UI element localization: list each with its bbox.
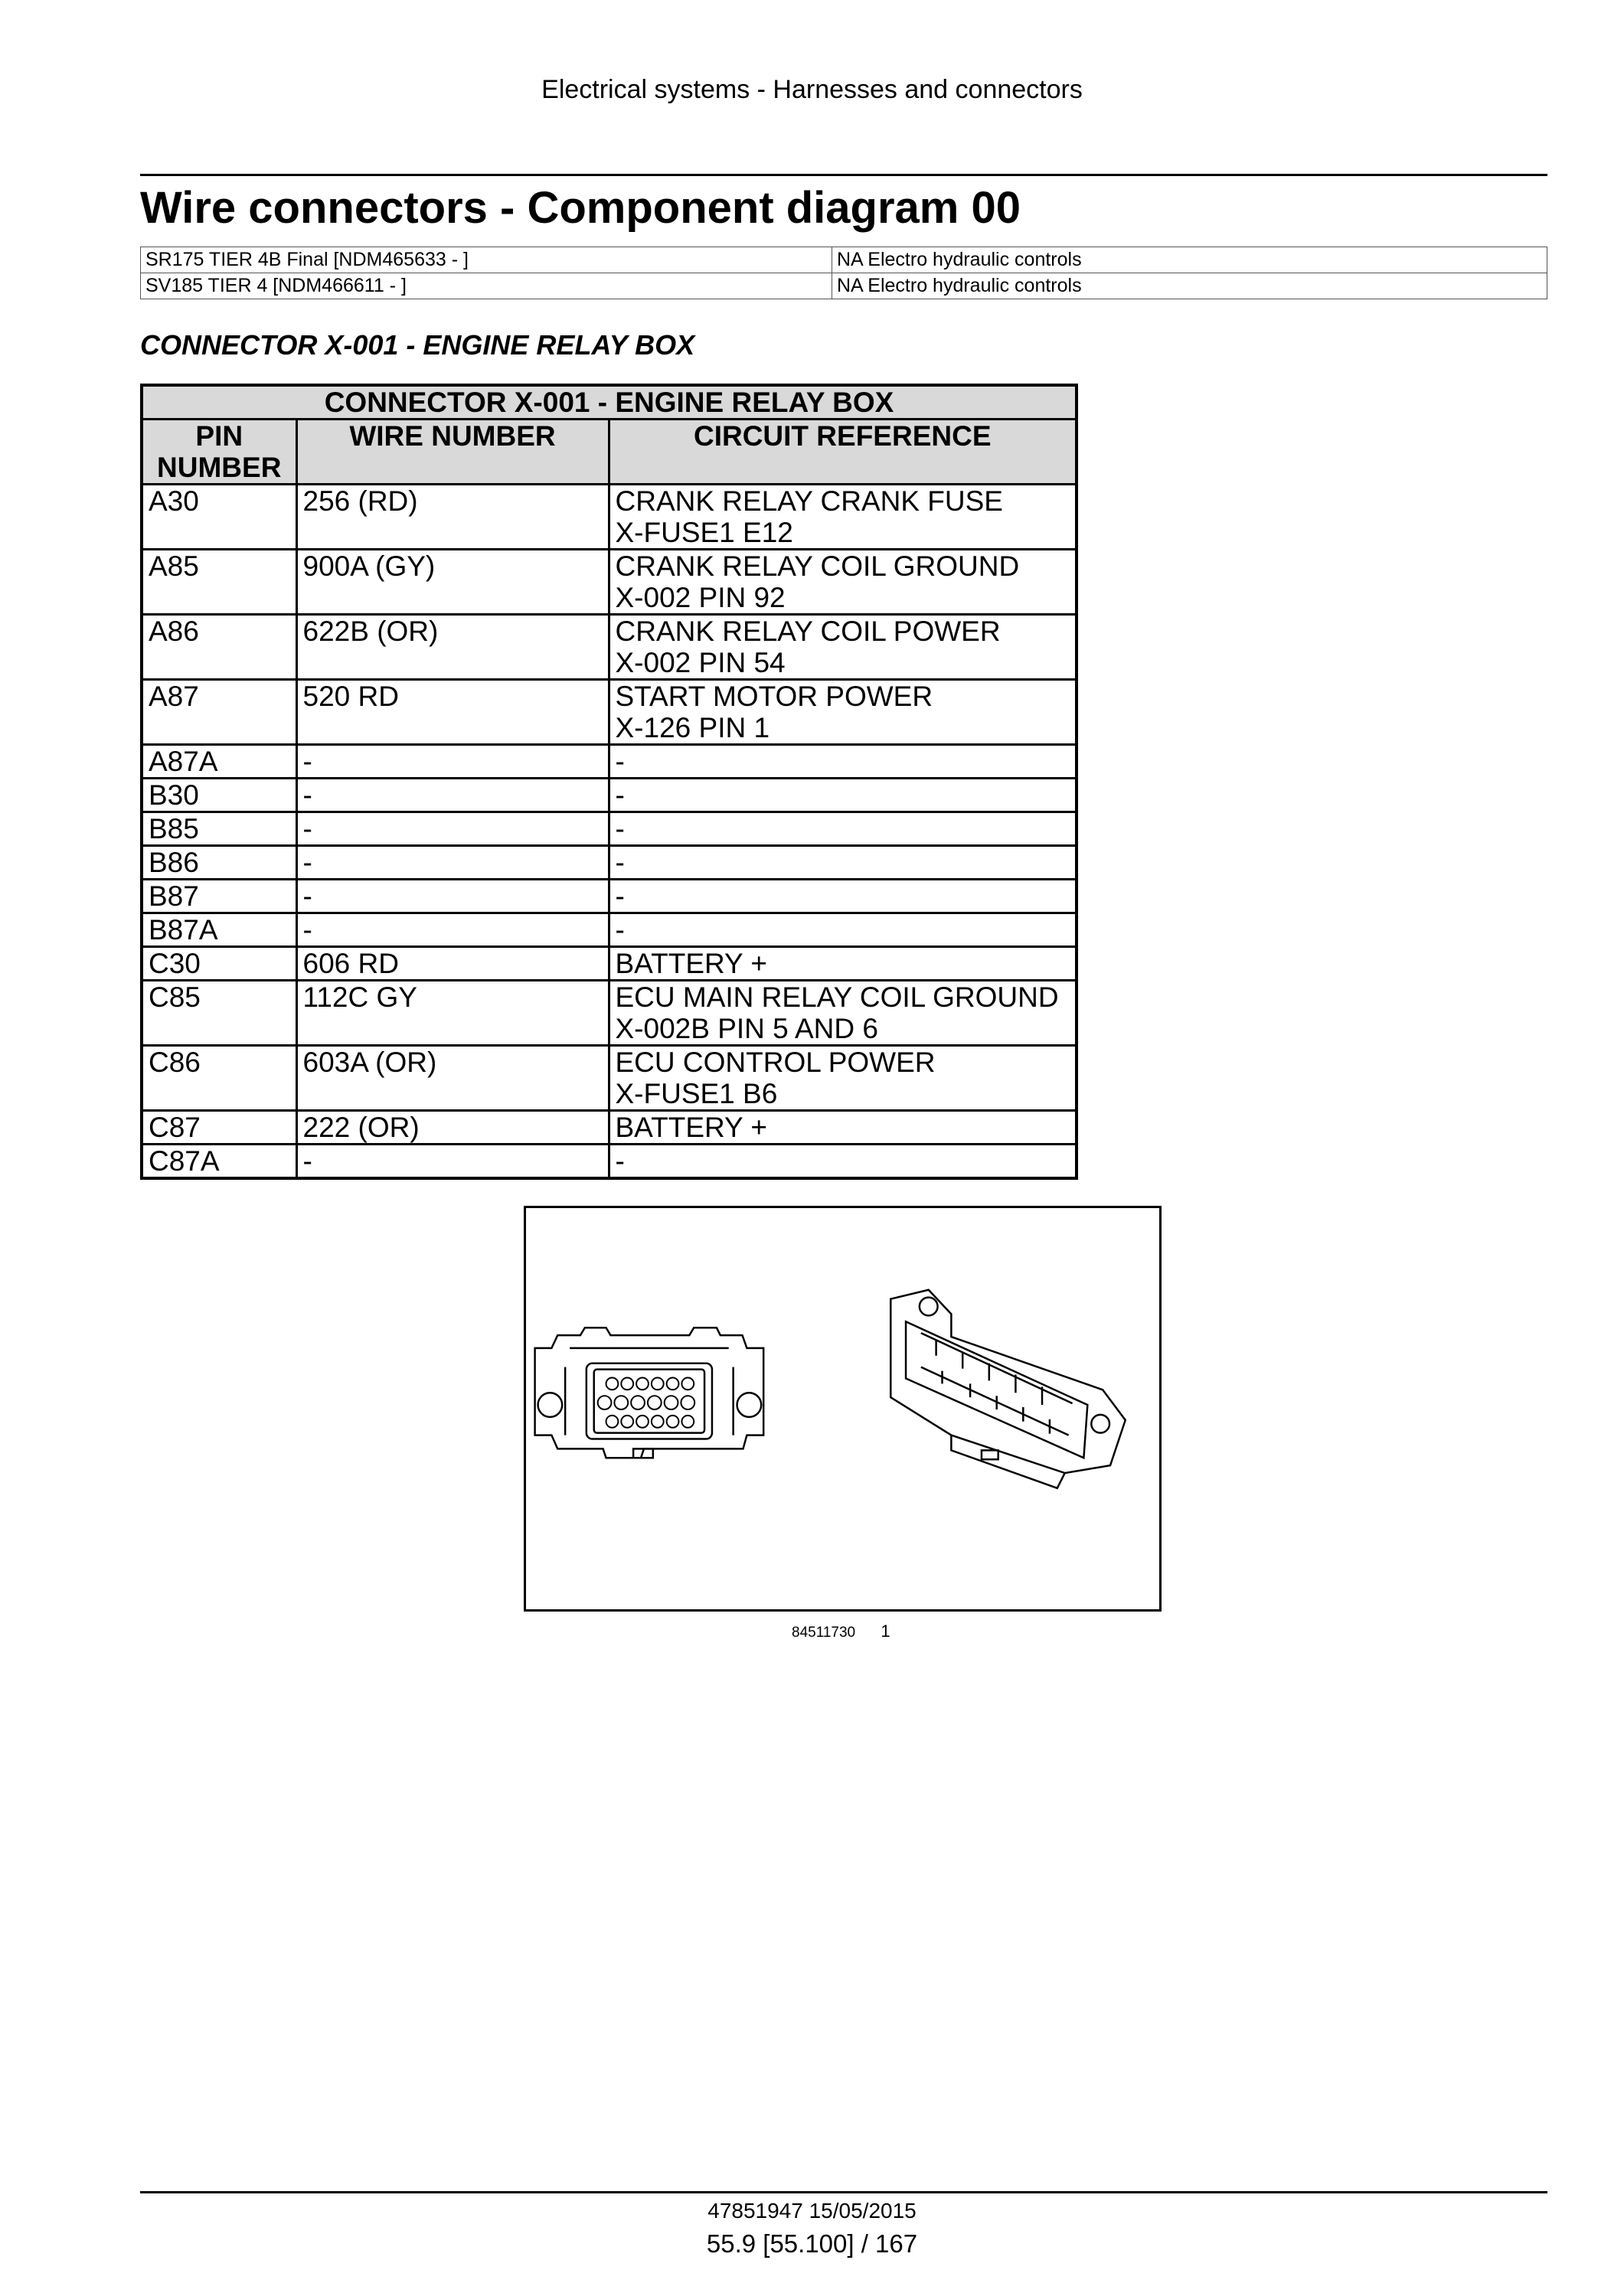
table-row: A87A-- bbox=[140, 743, 1078, 779]
connector-cavities bbox=[596, 1377, 696, 1429]
circuit-cell: CRANK RELAY COIL GROUND X-002 PIN 92 bbox=[607, 548, 1078, 616]
column-header-wire: WIRE NUMBER bbox=[295, 418, 610, 485]
pin-cell: A30 bbox=[140, 483, 298, 550]
pin-cell: B30 bbox=[140, 777, 298, 813]
pin-cell: B85 bbox=[140, 811, 298, 847]
table-row: B30-- bbox=[140, 777, 1078, 813]
page-title: Wire connectors - Component diagram 00 bbox=[140, 183, 1021, 233]
connector-iso-view bbox=[890, 1288, 1127, 1490]
circuit-cell: - bbox=[607, 811, 1078, 847]
wire-cell: - bbox=[295, 743, 610, 779]
circuit-cell: - bbox=[607, 743, 1078, 779]
circuit-cell: START MOTOR POWER X-126 PIN 1 bbox=[607, 678, 1078, 746]
table-row: B87-- bbox=[140, 878, 1078, 914]
wire-cell: 900A (GY) bbox=[295, 548, 610, 616]
pin-cell: A85 bbox=[140, 548, 298, 616]
pin-cell: C86 bbox=[140, 1044, 298, 1112]
wire-cell: - bbox=[295, 878, 610, 914]
wire-cell: - bbox=[295, 811, 610, 847]
column-header-circuit: CIRCUIT REFERENCE bbox=[607, 418, 1078, 485]
table-row: B85-- bbox=[140, 811, 1078, 847]
pin-table-header-row: PIN NUMBER WIRE NUMBER CIRCUIT REFERENCE bbox=[140, 418, 1078, 485]
pin-table-caption: CONNECTOR X-001 - ENGINE RELAY BOX bbox=[140, 384, 1078, 420]
circuit-cell: - bbox=[607, 912, 1078, 948]
pin-cell: B87 bbox=[140, 878, 298, 914]
connector-figure bbox=[524, 1206, 1162, 1612]
pin-cell: A87 bbox=[140, 678, 298, 746]
table-row: C87A-- bbox=[140, 1143, 1078, 1180]
section-title: CONNECTOR X-001 - ENGINE RELAY BOX bbox=[140, 329, 695, 361]
circuit-cell: - bbox=[607, 1143, 1078, 1180]
model-cell: SV185 TIER 4 [NDM466611 - ] bbox=[140, 273, 832, 299]
pin-cell: C87 bbox=[140, 1109, 298, 1145]
circuit-cell: ECU MAIN RELAY COIL GROUND X-002B PIN 5 … bbox=[607, 979, 1078, 1047]
figure-caption: 84511730 1 bbox=[792, 1622, 890, 1641]
table-row: B87A-- bbox=[140, 912, 1078, 948]
wire-cell: - bbox=[295, 912, 610, 948]
applicability-table: SR175 TIER 4B Final [NDM465633 - ] NA El… bbox=[140, 247, 1547, 299]
wire-cell: 520 RD bbox=[295, 678, 610, 746]
running-header: Electrical systems - Harnesses and conne… bbox=[541, 75, 1083, 104]
footer-rule bbox=[140, 2191, 1547, 2193]
model-cell: SR175 TIER 4B Final [NDM465633 - ] bbox=[140, 247, 832, 273]
table-row: B86-- bbox=[140, 844, 1078, 880]
applicability-row: SR175 TIER 4B Final [NDM465633 - ] NA El… bbox=[140, 247, 1547, 273]
connector-illustration bbox=[534, 1288, 1127, 1490]
wire-cell: 112C GY bbox=[295, 979, 610, 1047]
pin-cell: C87A bbox=[140, 1143, 298, 1180]
circuit-cell: - bbox=[607, 777, 1078, 813]
pin-table: CONNECTOR X-001 - ENGINE RELAY BOX PIN N… bbox=[140, 384, 1078, 1180]
circuit-cell: BATTERY + bbox=[607, 946, 1078, 981]
wire-cell: 606 RD bbox=[295, 946, 610, 981]
wire-cell: 622B (OR) bbox=[295, 613, 610, 681]
circuit-cell: CRANK RELAY CRANK FUSE X-FUSE1 E12 bbox=[607, 483, 1078, 550]
wire-cell: 222 (OR) bbox=[295, 1109, 610, 1145]
footer-doc-ref: 47851947 15/05/2015 bbox=[707, 2199, 917, 2223]
variant-cell: NA Electro hydraulic controls bbox=[832, 273, 1547, 299]
pin-cell: C30 bbox=[140, 946, 298, 981]
figure-number: 1 bbox=[881, 1622, 890, 1641]
wire-cell: 256 (RD) bbox=[295, 483, 610, 550]
circuit-cell: - bbox=[607, 878, 1078, 914]
pin-cell: B86 bbox=[140, 844, 298, 880]
applicability-row: SV185 TIER 4 [NDM466611 - ] NA Electro h… bbox=[140, 273, 1547, 299]
circuit-cell: CRANK RELAY COIL POWER X-002 PIN 54 bbox=[607, 613, 1078, 681]
column-header-pin: PIN NUMBER bbox=[140, 418, 298, 485]
pin-table-caption-row: CONNECTOR X-001 - ENGINE RELAY BOX bbox=[140, 384, 1078, 420]
pin-cell: A86 bbox=[140, 613, 298, 681]
circuit-cell: BATTERY + bbox=[607, 1109, 1078, 1145]
pin-cell: B87A bbox=[140, 912, 298, 948]
figure-reference: 84511730 bbox=[792, 1625, 856, 1641]
wire-cell: - bbox=[295, 1143, 610, 1180]
pin-cell: A87A bbox=[140, 743, 298, 779]
footer-page-ref: 55.9 [55.100] / 167 bbox=[706, 2229, 918, 2258]
circuit-cell: - bbox=[607, 844, 1078, 880]
pin-cell: C85 bbox=[140, 979, 298, 1047]
wire-cell: 603A (OR) bbox=[295, 1044, 610, 1112]
circuit-cell: ECU CONTROL POWER X-FUSE1 B6 bbox=[607, 1044, 1078, 1112]
wire-cell: - bbox=[295, 777, 610, 813]
variant-cell: NA Electro hydraulic controls bbox=[832, 247, 1547, 273]
wire-cell: - bbox=[295, 844, 610, 880]
connector-front-view bbox=[534, 1326, 765, 1459]
title-rule bbox=[140, 174, 1547, 176]
